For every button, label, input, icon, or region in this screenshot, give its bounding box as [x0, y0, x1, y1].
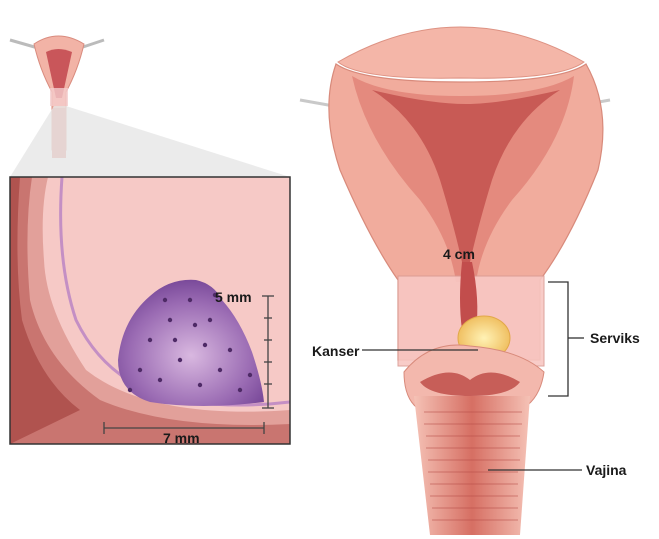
cervix-label: Serviks [590, 330, 640, 346]
vagina [414, 396, 530, 535]
inset-panel: 5 mm 7 mm [10, 177, 290, 446]
depth-label: 5 mm [215, 289, 252, 305]
cervix-bracket [548, 282, 584, 396]
zoom-wedge [10, 106, 290, 177]
cancer-label: Kanser [312, 343, 360, 359]
main-uterus [300, 27, 610, 535]
size-label: 4 cm [443, 246, 475, 262]
vagina-label: Vajina [586, 462, 627, 478]
